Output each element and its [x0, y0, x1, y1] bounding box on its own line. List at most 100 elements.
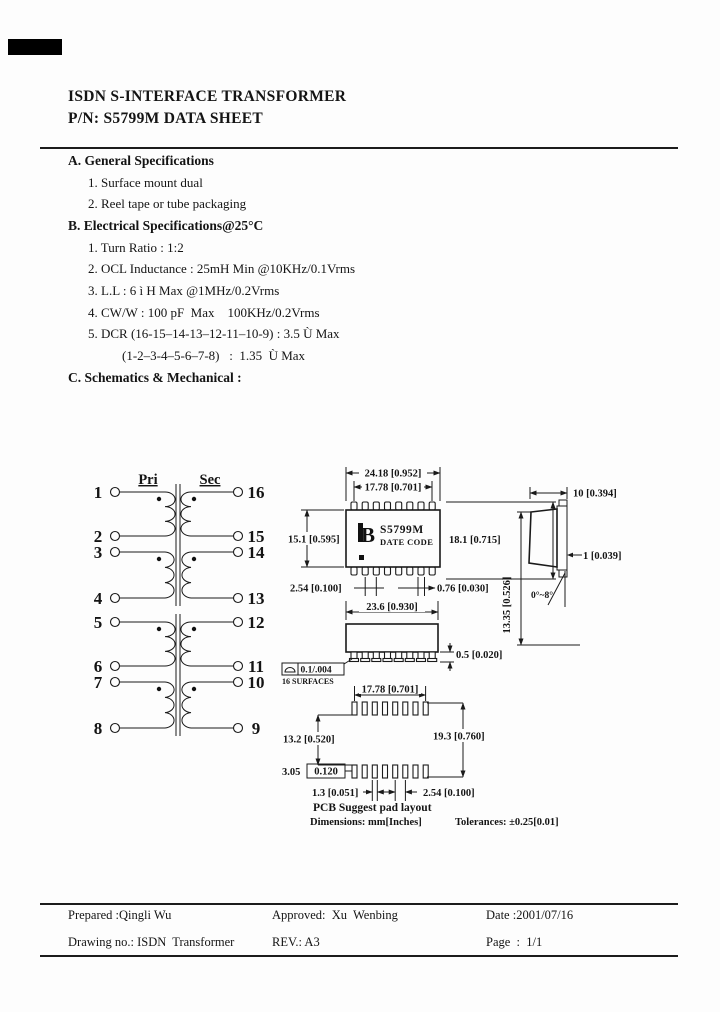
front-view: 23.6 [0.930] 0.5 [0.020] 0.1/.004 16 SUR…: [281, 600, 502, 686]
phase-dot: [191, 496, 197, 502]
marking-part-number: S5799M: [380, 524, 424, 536]
pad-layout-caption: PCB Suggest pad layout: [313, 802, 432, 814]
section-a-item: 1. Surface mount dual: [88, 175, 203, 190]
footer-rev: REV.: A3: [272, 935, 320, 949]
section-a-heading: A. General Specifications: [68, 153, 214, 168]
dim-top-width: 24.18 [0.952]: [365, 469, 422, 480]
pin-number: 5: [94, 613, 103, 632]
phase-dot: [156, 556, 162, 562]
dim-pin-pitch: 2.54 [0.100]: [290, 584, 342, 595]
pin-terminal: [109, 616, 121, 628]
phase-dot: [156, 686, 162, 692]
phase-dot: [156, 626, 162, 632]
dim-side-height: 13.35 [0.526]: [502, 577, 513, 634]
section-a-item: 2. Reel tape or tube packaging: [88, 196, 247, 211]
phase-dot: [191, 686, 197, 692]
dim-pad-height: 3.05: [282, 767, 300, 778]
pin-number: 16: [248, 483, 265, 502]
brand-logo: B: [358, 523, 375, 560]
top-view: B S5799M DATE CODE 24.18 [0.952] 17.78 […: [285, 466, 556, 596]
transformer-schematic: Pri Sec: [94, 472, 266, 738]
dim-pin-thickness: 1 [0.039]: [583, 551, 622, 562]
pin-terminal: [109, 722, 121, 734]
pin-number: 15: [248, 527, 265, 546]
winding-unit: [120, 484, 234, 544]
doc-title-line2: P/N: S5799M DATA SHEET: [68, 110, 264, 127]
pin-terminal: [232, 660, 244, 672]
surfaces-note: 16 SURFACES: [282, 677, 334, 686]
pin-terminal: [232, 592, 244, 604]
section-b-item: 4. CW/W : 100 pF Max 100KHz/0.2Vrms: [88, 305, 320, 320]
divider-footer-bottom: [40, 955, 678, 957]
pin-terminal: [109, 660, 121, 672]
tolerances-note: Tolerances: ±0.25[0.01]: [455, 817, 559, 828]
pin-number: 9: [252, 719, 261, 738]
front-body: [345, 623, 439, 653]
footer-date: Date :2001/07/16: [486, 908, 574, 922]
footer-drawing-no: Drawing no.: ISDN Transformer: [68, 935, 235, 949]
primary-label: Pri: [138, 472, 157, 488]
flatness-symbol-icon: [284, 667, 296, 673]
pin-terminal: [109, 486, 121, 498]
pin-terminal: [232, 530, 244, 542]
marking-date-code: DATE CODE: [380, 537, 433, 547]
pin-terminal: [232, 486, 244, 498]
footer-page: Page : 1/1: [486, 935, 543, 949]
pin-terminal: [232, 676, 244, 688]
pin-number: 2: [94, 527, 103, 546]
section-b-item: 1. Turn Ratio : 1:2: [88, 240, 184, 255]
winding-unit: [120, 674, 234, 736]
dim-overall-height: 18.1 [0.715]: [449, 535, 501, 546]
pin-terminal: [232, 616, 244, 628]
svg-text:B: B: [361, 523, 375, 547]
pin-terminal: [109, 592, 121, 604]
dim-pad-height-in: 0.120: [314, 767, 338, 778]
divider-top: [40, 147, 678, 149]
pin-terminal: [109, 676, 121, 688]
winding-unit: [120, 544, 234, 606]
dim-pin-width: 0.76 [0.030]: [437, 584, 489, 595]
phase-dot: [191, 626, 197, 632]
dim-body-height: 15.1 [0.595]: [288, 535, 340, 546]
footer-prepared: Prepared :Qingli Wu: [68, 908, 172, 922]
secondary-label: Sec: [200, 472, 222, 488]
pin-terminal: [232, 722, 244, 734]
pin-terminal: [109, 546, 121, 558]
doc-title-line1: ISDN S-INTERFACE TRANSFORMER: [68, 88, 347, 105]
section-c-heading: C. Schematics & Mechanical :: [68, 370, 242, 385]
scan-artifact-bar: [8, 39, 62, 55]
coplanarity-value: 0.1/.004: [301, 666, 332, 676]
pin-number: 12: [248, 613, 265, 632]
pin-terminal: [232, 546, 244, 558]
dim-pad-width: 1.3 [0.051]: [312, 788, 358, 799]
section-b-item: 3. L.L : 6 ì H Max @1MHz/0.2Vrms: [88, 283, 280, 298]
dim-pad-span: 17.78 [0.701]: [362, 685, 419, 696]
side-view: 10 [0.394] 1 [0.039] 0°~8° 13.35 [0.526]: [502, 487, 622, 646]
pin-number: 11: [248, 657, 264, 676]
pin-number: 13: [248, 589, 265, 608]
pad-layout: 17.78 [0.701] 13.2 [0.520] 19.3 [0.760] …: [281, 683, 559, 828]
package-body: [345, 509, 441, 568]
section-b-heading: B. Electrical Specifications@25°C: [68, 218, 264, 233]
pin-number: 10: [248, 673, 265, 692]
pin-number: 1: [94, 483, 103, 502]
section-b-item-cont: (1-2–3-4–5-6–7-8) : 1.35 Ù Max: [122, 348, 306, 363]
pin-number: 7: [94, 673, 103, 692]
dim-front-width: 23.6 [0.930]: [366, 602, 418, 613]
dim-pin-span: 17.78 [0.701]: [365, 483, 422, 494]
dim-pad-pitch: 2.54 [0.100]: [423, 788, 475, 799]
pin-number: 3: [94, 543, 103, 562]
pin-number: 4: [94, 589, 103, 608]
dim-standoff: 0.5 [0.020]: [456, 650, 502, 661]
section-b-item: 2. OCL Inductance : 25mH Min @10KHz/0.1V…: [88, 261, 356, 276]
dim-side-depth: 10 [0.394]: [573, 489, 617, 500]
phase-dot: [191, 556, 197, 562]
pin-terminal: [109, 530, 121, 542]
section-b-item: 5. DCR (16-15–14-13–12-11–10-9) : 3.5 Ù …: [88, 326, 340, 341]
pin-number: 14: [248, 543, 266, 562]
dim-pad-outer: 19.3 [0.760]: [433, 732, 485, 743]
dimensions-note: Dimensions: mm[Inches]: [310, 817, 422, 828]
dim-pad-gap: 13.2 [0.520]: [283, 735, 335, 746]
pin1-mark: [359, 555, 364, 560]
coplanarity-callout: 0.1/.004 16 SURFACES: [281, 658, 353, 686]
